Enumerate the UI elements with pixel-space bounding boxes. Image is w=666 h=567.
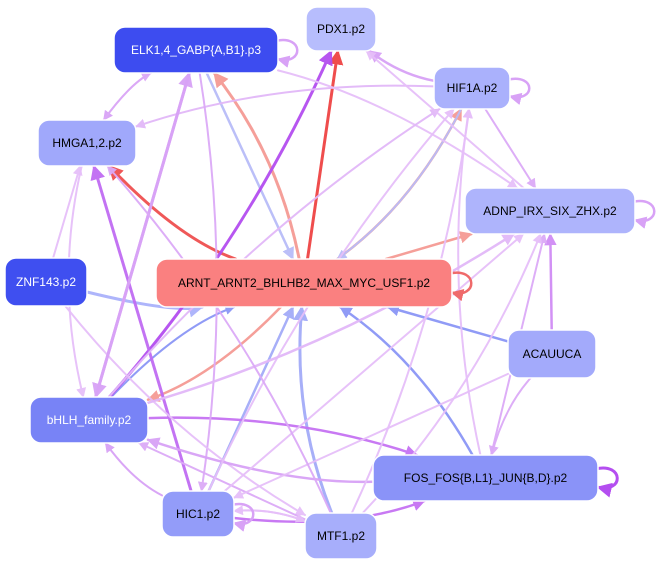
self-loop-hic bbox=[231, 502, 255, 532]
node-acauuca-label: ACAUUCA bbox=[523, 347, 582, 361]
node-pdx: PDX1.p2 bbox=[305, 6, 377, 52]
self-loop-elk bbox=[275, 38, 299, 68]
edge-bhlh-to-fos bbox=[146, 416, 419, 458]
node-mtf: MTF1.p2 bbox=[304, 512, 378, 560]
edge-mtf-to-arnt bbox=[293, 305, 334, 515]
edge-layer bbox=[52, 38, 656, 532]
edge-elk-to-adnp bbox=[277, 69, 519, 189]
self-loop-arnt bbox=[449, 271, 473, 302]
node-elk-label: ELK1,4_GABP{A,B1}.p3 bbox=[131, 43, 261, 57]
edge-hif-to-hmga bbox=[135, 84, 435, 129]
node-elk-box bbox=[113, 26, 279, 74]
node-znf-label: ZNF143.p2 bbox=[16, 275, 76, 289]
node-acauuca: ACAUUCA bbox=[507, 329, 597, 379]
self-loop-hif bbox=[507, 77, 531, 106]
edge-acauuca-to-hic bbox=[233, 372, 509, 499]
node-layer: ELK1,4_GABP{A,B1}.p3 PDX1.p2HIF1A.p2HMGA1… bbox=[4, 6, 636, 560]
node-hif: HIF1A.p2 bbox=[433, 66, 511, 110]
node-znf: ZNF143.p2 bbox=[4, 257, 88, 307]
node-hif-box bbox=[433, 66, 511, 110]
edge-acauuca-to-fos bbox=[488, 377, 532, 456]
edge-bhlh-to-elk bbox=[94, 71, 193, 399]
edge-arnt-to-elk bbox=[212, 71, 301, 261]
edge-hif-to-adnp bbox=[484, 108, 537, 189]
node-hic-box bbox=[161, 490, 235, 538]
node-arnt-label: ARNT_ARNT2_BHLHB2_MAX_MYC_USF1.p2 bbox=[178, 276, 430, 290]
self-loop-adnp bbox=[632, 199, 656, 229]
edge-znf-to-hmga bbox=[52, 165, 83, 259]
edge-arnt-to-hmga bbox=[107, 164, 238, 261]
edge-hif-to-pdx bbox=[368, 49, 436, 83]
node-bhlh: bHLH_family.p2 bbox=[29, 396, 149, 444]
edge-hmga-to-elk bbox=[102, 72, 152, 121]
node-hmga: HMGA1,2.p2 bbox=[37, 119, 137, 167]
node-hmga-box bbox=[37, 119, 137, 167]
node-arnt-box bbox=[155, 258, 453, 308]
edge-mtf-to-bhlh bbox=[138, 442, 306, 521]
node-mtf-box bbox=[304, 512, 378, 560]
node-mtf-label: MTF1.p2 bbox=[317, 529, 365, 543]
edge-arnt-to-adnp bbox=[384, 231, 473, 261]
node-adnp-label: ADNP_IRX_SIX_ZHX.p2 bbox=[483, 204, 617, 218]
node-adnp-box bbox=[464, 187, 636, 235]
node-bhlh-label: bHLH_family.p2 bbox=[47, 413, 132, 427]
node-adnp: ADNP_IRX_SIX_ZHX.p2 bbox=[464, 187, 636, 235]
self-loop-fos bbox=[595, 466, 619, 498]
node-hif-label: HIF1A.p2 bbox=[447, 81, 498, 95]
edge-znf-to-arnt bbox=[85, 290, 204, 318]
node-fos: FOS_FOS{B,L1}_JUN{B,D}.p2 bbox=[372, 454, 599, 502]
node-pdx-box bbox=[305, 6, 377, 52]
node-elk: ELK1,4_GABP{A,B1}.p3 bbox=[113, 26, 279, 74]
edge-acauuca-to-adnp bbox=[544, 232, 557, 332]
edge-adnp-to-pdx bbox=[365, 50, 525, 189]
edge-bhlh-to-hif bbox=[108, 108, 441, 398]
edge-hic-to-mtf bbox=[233, 509, 306, 523]
edge-arnt-to-hif bbox=[336, 107, 463, 261]
node-fos-label: FOS_FOS{B,L1}_JUN{B,D}.p2 bbox=[404, 471, 568, 485]
node-arnt: ARNT_ARNT2_BHLHB2_MAX_MYC_USF1.p2 bbox=[155, 258, 453, 308]
edge-hif-to-arnt bbox=[336, 108, 463, 260]
node-pdx-label: PDX1.p2 bbox=[317, 22, 365, 36]
edge-elk-to-arnt bbox=[205, 71, 295, 261]
edge-bhlh-to-arnt bbox=[110, 305, 236, 398]
edge-bhlh-to-pdx bbox=[107, 49, 333, 399]
edge-hic-to-bhlh bbox=[104, 442, 163, 497]
edge-znf-to-mtf bbox=[64, 305, 306, 516]
node-acauuca-box bbox=[507, 329, 597, 379]
edge-mtf-to-hmga bbox=[106, 165, 332, 514]
node-hic: HIC1.p2 bbox=[161, 490, 235, 538]
node-bhlh-box bbox=[29, 396, 149, 444]
edge-hic-to-adnp bbox=[223, 233, 525, 492]
edge-fos-to-bhlh bbox=[146, 437, 375, 484]
edge-arnt-to-pdx bbox=[306, 49, 344, 261]
node-hmga-label: HMGA1,2.p2 bbox=[52, 136, 122, 150]
edge-elk-to-hmga bbox=[102, 72, 152, 121]
node-fos-box bbox=[372, 454, 599, 502]
node-hic-label: HIC1.p2 bbox=[176, 507, 220, 521]
edge-bhlh-to-adnp bbox=[146, 232, 516, 405]
node-znf-box bbox=[4, 257, 88, 307]
